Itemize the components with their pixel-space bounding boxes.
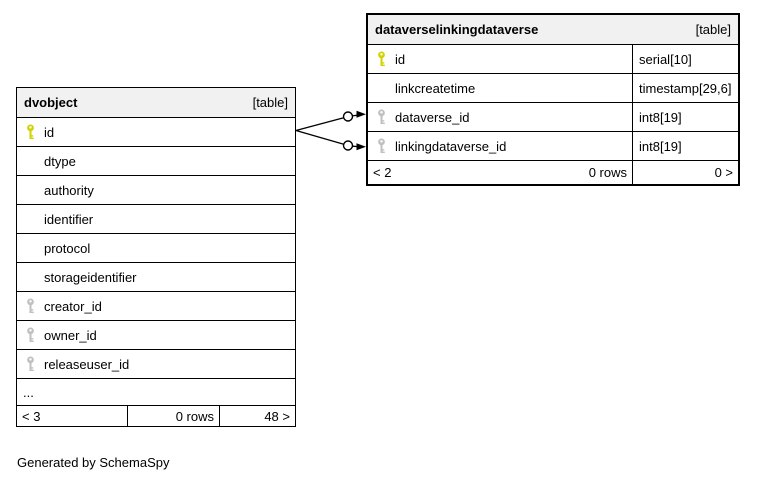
table-node-dataverselinkingdataverse[interactable]: dataverselinkingdataverse [table] id ser… xyxy=(366,13,740,186)
column-name: id xyxy=(395,51,406,67)
column-type: int8[19] xyxy=(632,103,738,131)
column-row: creator_id xyxy=(17,291,295,320)
footer-related-count: < 3 xyxy=(22,408,41,424)
table-footer: < 2 0 rows 0 > xyxy=(368,160,738,184)
column-name: dtype xyxy=(44,153,76,169)
column-row: storageidentifier xyxy=(17,262,295,291)
column-name: creator_id xyxy=(44,298,102,314)
column-row: dtype xyxy=(17,146,295,175)
table-footer: < 3 0 rows 48 > xyxy=(17,405,295,426)
column-row: releaseuser_id xyxy=(17,349,295,378)
table-type-badge: [table] xyxy=(695,22,731,37)
foreign-key-icon xyxy=(375,109,387,125)
column-name: identifier xyxy=(44,211,94,227)
column-name: linkingdataverse_id xyxy=(395,138,507,154)
column-row: owner_id xyxy=(17,320,295,349)
foreign-key-icon xyxy=(375,138,387,154)
column-row: authority xyxy=(17,175,295,204)
footer-related-count: < 2 xyxy=(373,165,392,180)
column-name: owner_id xyxy=(44,327,97,343)
column-name: releaseuser_id xyxy=(44,356,130,372)
column-name: linkcreatetime xyxy=(395,80,476,96)
column-row: id xyxy=(17,117,295,146)
foreign-key-icon xyxy=(24,298,36,314)
relationship-line-linkingdataverse-id xyxy=(295,129,366,151)
column-type: serial[10] xyxy=(632,45,738,73)
column-row: protocol xyxy=(17,233,295,262)
primary-key-icon xyxy=(375,51,387,67)
footer-children-count: 48 > xyxy=(219,406,295,426)
table-type-badge: [table] xyxy=(252,95,288,110)
table-header: dvobject [table] xyxy=(17,88,295,117)
column-name: protocol xyxy=(44,240,91,256)
foreign-key-icon xyxy=(24,327,36,343)
table-header: dataverselinkingdataverse [table] xyxy=(368,15,738,44)
table-name[interactable]: dataverselinkingdataverse xyxy=(375,22,539,37)
column-name: id xyxy=(44,124,55,140)
footer-row-count: 0 rows xyxy=(127,406,219,426)
column-row: identifier xyxy=(17,204,295,233)
column-row: linkcreatetime timestamp[29,6] xyxy=(368,73,738,102)
relationship-connectors xyxy=(295,110,366,151)
primary-key-icon xyxy=(24,124,36,140)
generator-credit: Generated by SchemaSpy xyxy=(17,455,170,470)
column-name: authority xyxy=(44,182,94,198)
column-type: timestamp[29,6] xyxy=(632,74,738,102)
column-type: int8[19] xyxy=(632,132,738,160)
column-name: storageidentifier xyxy=(44,269,137,285)
footer-row-count: 0 rows xyxy=(588,165,627,180)
footer-children-count: 0 > xyxy=(632,161,738,184)
truncation-row: ... xyxy=(17,378,295,405)
foreign-key-icon xyxy=(24,356,36,372)
column-name: dataverse_id xyxy=(395,109,470,125)
column-row: id serial[10] xyxy=(368,44,738,73)
table-name[interactable]: dvobject xyxy=(24,95,78,110)
relationship-line-dataverse-id xyxy=(295,110,366,132)
table-node-dvobject[interactable]: dvobject [table] id dtype authority iden… xyxy=(16,87,296,427)
column-row: dataverse_id int8[19] xyxy=(368,102,738,131)
column-row: linkingdataverse_id int8[19] xyxy=(368,131,738,160)
